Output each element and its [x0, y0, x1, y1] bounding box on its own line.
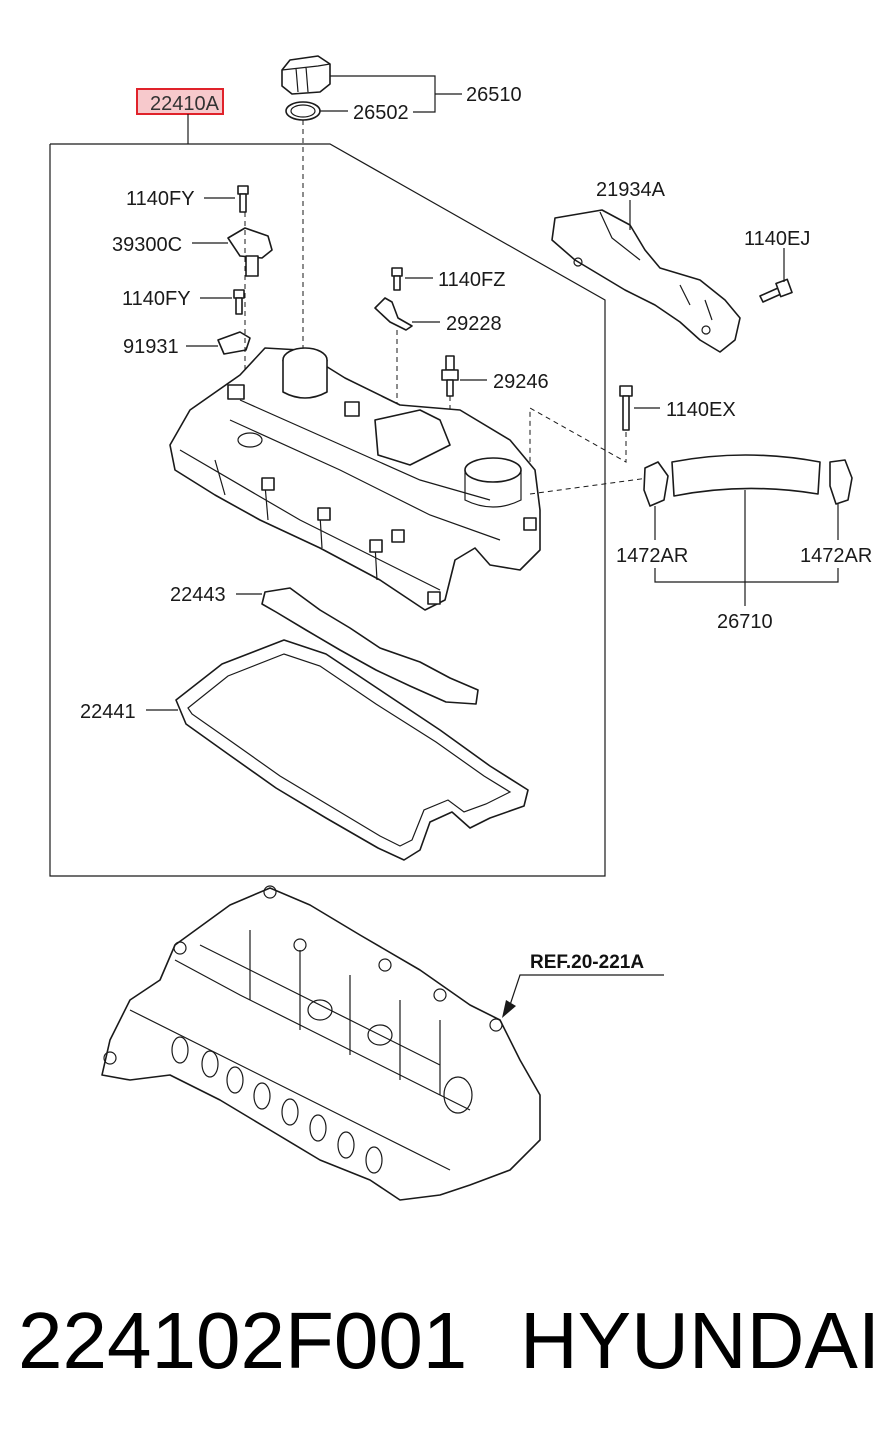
pcv-hose: [671, 454, 821, 497]
stud-29246: [441, 355, 459, 397]
label-1472AR-right[interactable]: 1472AR: [800, 545, 872, 567]
label-26510[interactable]: 26510: [466, 84, 522, 106]
label-1140FY-top[interactable]: 1140FY: [126, 188, 195, 210]
label-1140FY-mid[interactable]: 1140FY: [122, 288, 191, 310]
label-26710[interactable]: 26710: [717, 611, 773, 633]
label-22443[interactable]: 22443: [170, 584, 226, 606]
bolt-1140FY-mid: [233, 289, 245, 315]
camshaft-position-sensor: [227, 227, 273, 277]
label-1140FZ[interactable]: 1140FZ: [438, 269, 505, 291]
highlight-box: [136, 88, 224, 115]
callout-label: 22410A: [150, 93, 220, 115]
gasket-22443: [261, 587, 479, 705]
brand-name: HYUNDAI: [520, 1296, 881, 1385]
callout-22410A[interactable]: 22410A: [136, 88, 224, 115]
label-21934A[interactable]: 21934A: [596, 179, 666, 201]
label-29228[interactable]: 29228: [446, 313, 502, 335]
label-26502[interactable]: 26502: [353, 102, 409, 124]
gasket-22441: [175, 639, 529, 861]
bolt-1140EJ: [759, 278, 793, 303]
bracket-91931: [217, 331, 251, 355]
label-91931[interactable]: 91931: [123, 336, 179, 358]
label-1472AR-left[interactable]: 1472AR: [616, 545, 688, 567]
leader-ref: [509, 974, 664, 1006]
heat-shield: [551, 209, 741, 353]
oil-filler-cap: [281, 55, 331, 95]
label-ref[interactable]: REF.20-221A: [530, 952, 644, 973]
bracket-29228: [374, 297, 413, 331]
bolt-1140FY-top: [237, 185, 249, 213]
label-29246[interactable]: 29246: [493, 371, 549, 393]
bolt-1140EX: [619, 385, 633, 431]
hose-clamp-right: [829, 459, 853, 505]
cylinder-head: [101, 885, 541, 1201]
assembly-frame: [49, 143, 606, 877]
part-number: 224102F001: [18, 1296, 468, 1385]
hose-clamp-left: [643, 461, 669, 507]
bolt-1140FZ: [391, 267, 403, 291]
label-39300C[interactable]: 39300C: [112, 234, 182, 256]
label-22441[interactable]: 22441: [80, 701, 136, 723]
cylinder-head-cover: [169, 347, 541, 611]
footer: 224102F001 HYUNDAI: [0, 1295, 886, 1405]
label-1140EX[interactable]: 1140EX: [666, 399, 736, 421]
label-1140EJ[interactable]: 1140EJ: [744, 228, 810, 250]
